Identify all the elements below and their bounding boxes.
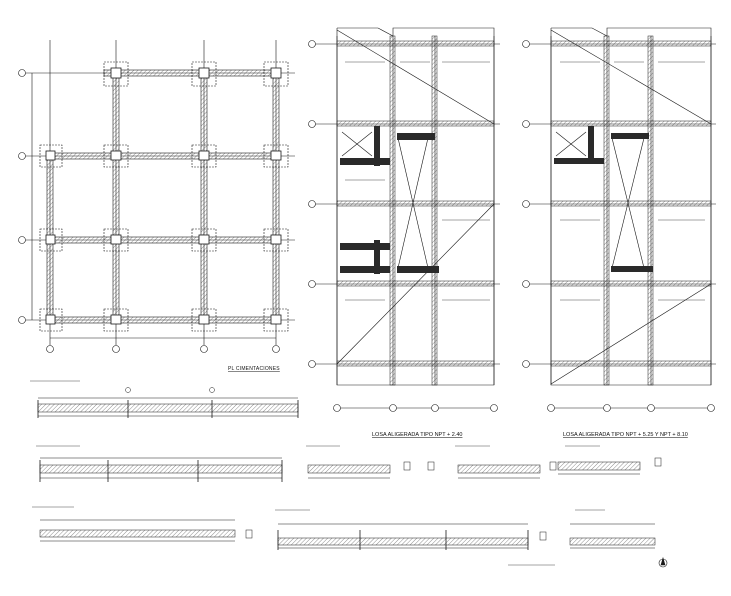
foundation-plan (18, 40, 295, 353)
slab-plan-b (522, 27, 716, 412)
slab-plan-a (308, 27, 500, 412)
beam-elevations (30, 380, 662, 566)
north-arrow-icon (658, 556, 668, 568)
slab-a-title: LOSA ALIGERADA TIPO NPT + 2.40 (372, 432, 462, 438)
slab-b-title: LOSA ALIGERADA TIPO NPT + 5.25 Y NPT + 8… (563, 432, 688, 438)
foundation-plan-title: PL CIMENTACIONES (228, 366, 280, 372)
